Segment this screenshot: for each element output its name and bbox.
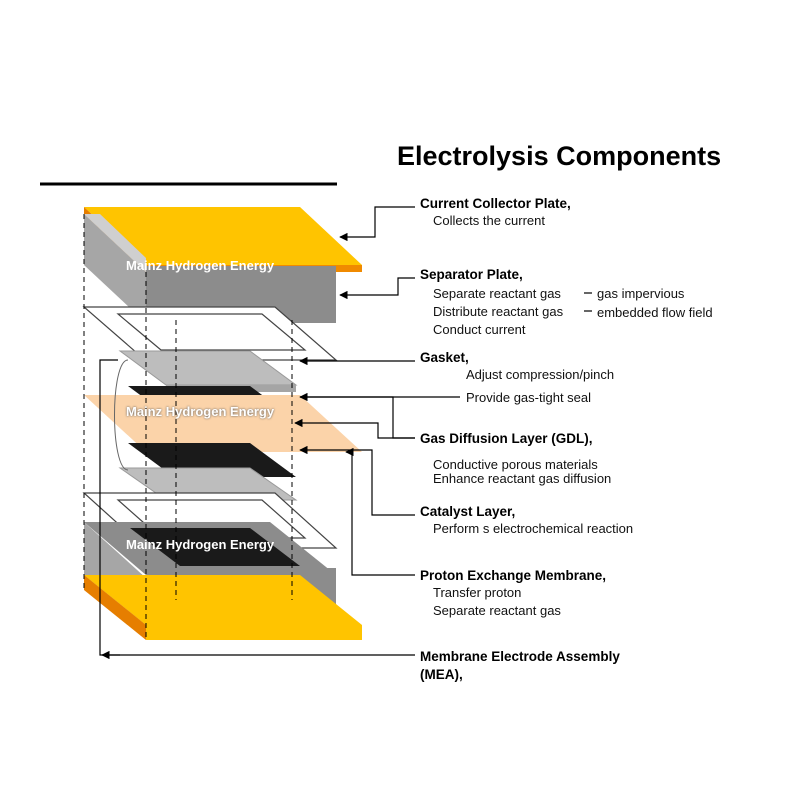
callout-lines [99,206,460,656]
desc-electrochemical-reaction: Perform s electrochemical reaction [433,521,634,536]
mea-bracket [114,359,129,471]
page-title: Electrolysis Components [397,141,722,171]
label-catalyst-layer: Catalyst Layer, [420,504,516,519]
desc-gas-tight-seal: Provide gas-tight seal [466,390,592,405]
watermark-bottom: Mainz Hydrogen Energy [126,537,275,552]
desc-separate-reactant-gas: Separate reactant gas [433,286,561,301]
label-membrane-electrode-assembly: Membrane Electrode Assembly [420,649,620,664]
desc-enhance-diffusion: Enhance reactant gas diffusion [433,471,612,486]
label-current-collector-plate: Current Collector Plate, [420,196,571,211]
bottom-gdl-gray [118,467,298,501]
label-gas-diffusion-layer: Gas Diffusion Layer (GDL), [420,431,593,446]
top-gasket [82,306,338,361]
desc-conductive-porous: Conductive porous materials [433,457,598,472]
label-proton-exchange-membrane: Proton Exchange Membrane, [420,568,607,583]
watermark-middle: Mainz Hydrogen Energy [126,404,275,419]
desc-transfer-proton: Transfer proton [433,585,522,600]
assembly-guide-lines [83,214,293,640]
note-gas-impervious: gas impervious [597,286,685,301]
bottom-current-collector-plate [84,575,362,640]
note-embedded-flow-field: embedded flow field [597,305,713,320]
desc-collects-current: Collects the current [433,213,545,228]
label-mea-abbrev: (MEA), [420,667,463,682]
desc-separate-reactant-gas-pem: Separate reactant gas [433,603,561,618]
desc-distribute-reactant-gas: Distribute reactant gas [433,304,564,319]
label-gasket: Gasket, [420,350,469,365]
desc-conduct-current: Conduct current [433,322,526,337]
watermark-top: Mainz Hydrogen Energy [126,258,275,273]
label-separator-plate: Separator Plate, [420,267,523,282]
desc-adjust-compression: Adjust compression/pinch [466,367,615,382]
